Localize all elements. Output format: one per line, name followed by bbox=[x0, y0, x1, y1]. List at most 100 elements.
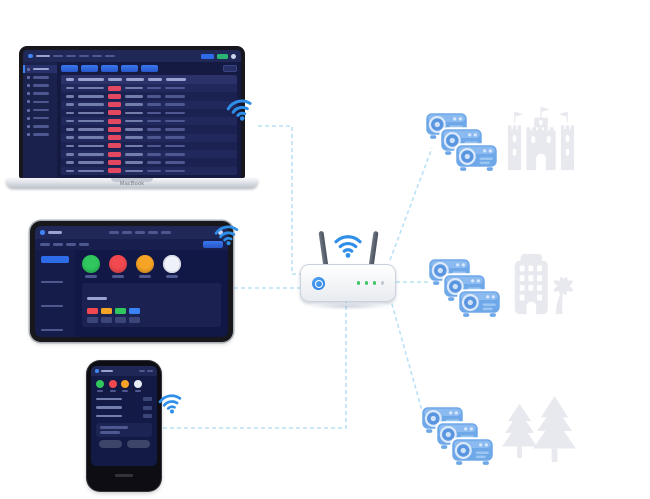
router-power-button bbox=[312, 277, 325, 290]
chip-green bbox=[115, 307, 126, 314]
projector-icon bbox=[457, 286, 502, 319]
dot-red bbox=[108, 380, 117, 388]
projector-group-3 bbox=[420, 402, 500, 468]
sidebar-item-selected bbox=[23, 65, 57, 74]
cell-placeholder bbox=[78, 161, 104, 164]
sidebar-item bbox=[23, 81, 57, 89]
status-dot-white bbox=[133, 380, 142, 392]
projector-group-2 bbox=[427, 254, 507, 320]
laptop-base: MacBook bbox=[6, 178, 258, 188]
router-shadow bbox=[308, 303, 388, 310]
menu-item-placeholder bbox=[134, 231, 145, 234]
cell-placeholder bbox=[66, 169, 74, 173]
chip-blue bbox=[129, 307, 140, 314]
sidebar-item bbox=[23, 114, 57, 122]
sidebar-item-label-placeholder bbox=[32, 133, 49, 136]
avatar bbox=[231, 53, 236, 59]
cell-placeholder bbox=[147, 103, 161, 106]
phone-list bbox=[91, 394, 157, 421]
list-value-chip bbox=[143, 397, 152, 402]
table-row bbox=[61, 100, 237, 109]
sidebar-item-icon bbox=[27, 124, 30, 128]
sidebar-item bbox=[23, 73, 57, 81]
cell-placeholder bbox=[147, 161, 161, 164]
laptop-sidebar bbox=[23, 62, 57, 178]
gray-chip-row bbox=[87, 316, 216, 323]
card-line-placeholder bbox=[100, 426, 128, 429]
tablet-device bbox=[30, 221, 233, 342]
column-header-placeholder bbox=[148, 78, 162, 81]
cell-placeholder bbox=[147, 136, 161, 139]
cell-placeholder bbox=[125, 119, 143, 123]
sidebar-item-icon bbox=[27, 116, 30, 120]
chip-gray bbox=[101, 316, 112, 323]
app-title-placeholder bbox=[100, 369, 113, 373]
menu-item-placeholder bbox=[78, 54, 89, 58]
status-badge-red bbox=[108, 160, 121, 166]
column-header-placeholder bbox=[126, 78, 144, 81]
sidebar-item bbox=[23, 90, 57, 98]
router-body bbox=[300, 264, 396, 302]
menu-item-placeholder bbox=[65, 54, 76, 58]
laptop-data-table bbox=[61, 75, 237, 175]
led-green bbox=[372, 281, 376, 285]
chip-gray bbox=[115, 316, 126, 323]
dot-green bbox=[96, 380, 104, 388]
cell-placeholder bbox=[78, 144, 104, 148]
card-line-placeholder bbox=[100, 431, 120, 434]
app-logo-icon bbox=[40, 230, 45, 235]
table-row bbox=[61, 133, 237, 142]
subnav-action-button bbox=[203, 241, 223, 248]
cell-placeholder bbox=[125, 128, 143, 131]
topbar-button-green bbox=[217, 53, 228, 59]
list-label-placeholder bbox=[96, 406, 122, 409]
cell-placeholder bbox=[125, 169, 143, 173]
laptop-device: MacBook bbox=[6, 46, 258, 192]
cell-placeholder bbox=[165, 153, 185, 156]
home-indicator bbox=[115, 474, 133, 477]
projector-icon bbox=[454, 140, 499, 173]
panel-heading-placeholder bbox=[87, 297, 107, 300]
dot-label-placeholder bbox=[134, 389, 141, 392]
cell-placeholder bbox=[147, 128, 161, 131]
laptop-app-body bbox=[23, 62, 241, 178]
phone-card bbox=[96, 423, 152, 437]
control-panel bbox=[82, 282, 221, 327]
scene-label-placeholder bbox=[166, 275, 178, 278]
app-title-placeholder bbox=[35, 54, 50, 58]
menu-item-placeholder bbox=[104, 54, 115, 58]
toolbar-button bbox=[121, 65, 138, 72]
list-label-placeholder bbox=[96, 414, 122, 418]
laptop-toolbar bbox=[61, 65, 237, 72]
wifi-icon-phone bbox=[155, 390, 185, 417]
scene-label-placeholder bbox=[112, 275, 124, 278]
cell-placeholder bbox=[165, 144, 185, 148]
topbar-menu bbox=[52, 54, 115, 58]
sidebar-item bbox=[23, 98, 57, 106]
scene-circle-white bbox=[163, 255, 181, 273]
sidebar-item-label-placeholder bbox=[41, 280, 63, 283]
menu-item-placeholder bbox=[108, 231, 119, 234]
menu-item-placeholder bbox=[160, 231, 171, 234]
toolbar-button-group bbox=[61, 65, 158, 72]
status-badge-red bbox=[108, 168, 121, 174]
dot-label-placeholder bbox=[109, 389, 116, 392]
dot-orange bbox=[121, 380, 129, 388]
cell-placeholder bbox=[78, 119, 104, 123]
sidebar-item bbox=[35, 339, 75, 342]
scene-button-red bbox=[109, 255, 127, 278]
topbar-menu bbox=[108, 231, 171, 234]
led-green bbox=[364, 281, 368, 285]
tablet-subnav bbox=[35, 239, 228, 250]
cell-placeholder bbox=[165, 169, 185, 173]
list-item bbox=[96, 395, 152, 403]
sidebar-item-label-placeholder bbox=[32, 116, 49, 120]
status-badge-red bbox=[108, 85, 121, 91]
column-header-placeholder bbox=[66, 78, 74, 81]
list-value-chip bbox=[143, 413, 152, 418]
cell-placeholder bbox=[147, 95, 161, 98]
trees-scene-icon bbox=[498, 396, 580, 466]
cell-placeholder bbox=[147, 144, 161, 148]
sidebar-item bbox=[35, 267, 75, 291]
wifi-router bbox=[300, 226, 396, 310]
